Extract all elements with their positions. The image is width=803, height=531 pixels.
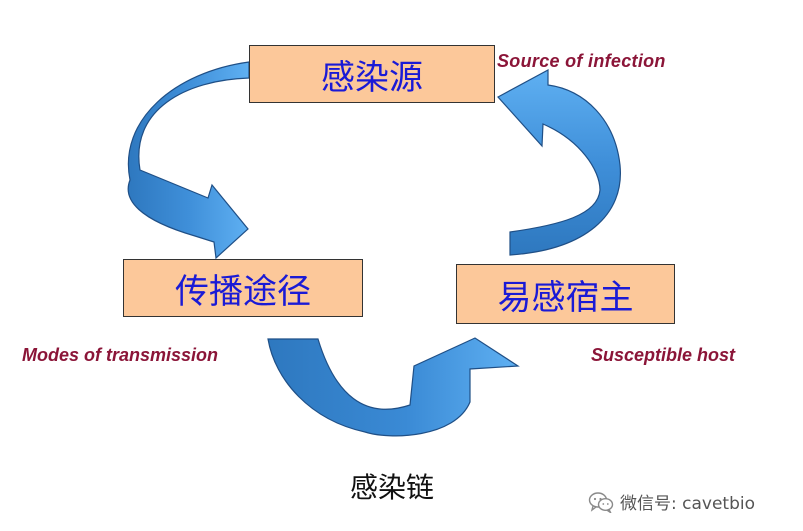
node-transmission-route: 传播途径 [123, 259, 363, 317]
arrow-host-to-source [497, 68, 621, 256]
watermark-text: 微信号: cavetbio [620, 494, 755, 514]
watermark: 微信号: cavetbio [588, 489, 755, 514]
node-source-label: 感染源 [321, 57, 423, 98]
wechat-icon [588, 491, 614, 513]
node-route-label: 传播途径 [175, 271, 311, 312]
node-susceptible-host: 易感宿主 [456, 264, 675, 324]
node-source-of-infection: 感染源 [249, 45, 495, 103]
caption-modes-of-transmission: Modes of transmission [22, 345, 219, 365]
caption-susceptible-host: Susceptible host [591, 345, 736, 365]
diagram-title: 感染链 [350, 471, 435, 504]
arrow-source-to-route [127, 61, 250, 260]
caption-source-of-infection: Source of infection [497, 51, 666, 71]
arrow-route-to-host [267, 337, 520, 437]
node-host-label: 易感宿主 [497, 277, 634, 318]
